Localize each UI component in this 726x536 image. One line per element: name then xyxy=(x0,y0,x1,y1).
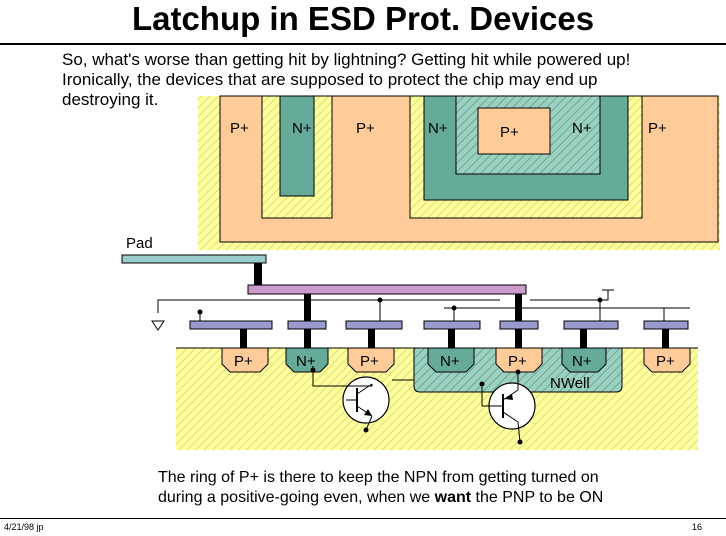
caption-line-2-pre: during a positive-going even, when we xyxy=(158,489,435,506)
parasitic-npn-transistor xyxy=(310,366,414,433)
ground-rail xyxy=(157,299,500,313)
gate-plate-2 xyxy=(287,320,327,330)
npn-emitter-wire xyxy=(365,415,373,431)
npn-collector-node xyxy=(310,367,316,373)
nwell-label: NWell xyxy=(550,375,590,392)
diffusion-p-4 xyxy=(643,347,691,373)
junction-3 xyxy=(597,297,603,303)
npn-arrow-icon xyxy=(364,409,372,416)
intro-line-2: Ironically, the devices that are suppose… xyxy=(62,70,598,89)
gate-plate-4 xyxy=(423,320,481,330)
diffusion-p-1 xyxy=(221,347,269,373)
supply-wiring xyxy=(157,289,690,321)
intro-line-3: destroying it. xyxy=(62,90,159,109)
gate-plate-3 xyxy=(345,320,403,330)
diffusion-label-4: N+ xyxy=(440,353,460,370)
caption-line-2-post: the PNP to be ON xyxy=(471,489,604,506)
gate-plate-6 xyxy=(563,320,619,330)
junction-1 xyxy=(197,309,203,315)
gate-plates xyxy=(189,320,689,330)
contact-7 xyxy=(662,329,669,348)
title-divider xyxy=(0,43,726,45)
layout-top-view: P+ N+ P+ N+ P+ N+ P+ xyxy=(198,95,720,250)
diffusion-label-6: N+ xyxy=(572,353,592,370)
layout-center-p xyxy=(477,107,551,155)
pnp-collector-node xyxy=(517,439,523,445)
contact-3 xyxy=(368,329,375,348)
layout-label-5: P+ xyxy=(500,124,519,141)
npn-collector-wire xyxy=(312,366,373,387)
slide-title: Latchup in ESD Prot. Devices xyxy=(131,0,595,37)
footer-divider xyxy=(0,518,726,519)
layout-label-2: N+ xyxy=(292,120,312,137)
pnp-base-lead xyxy=(481,384,503,407)
diffusion-n-2 xyxy=(427,347,475,373)
pnp-collector-wire xyxy=(517,421,521,443)
vdd-rail xyxy=(530,290,609,301)
diffusion-p-2 xyxy=(347,347,395,373)
parasitic-pnp-transistor xyxy=(479,369,536,445)
layout-left-n-strip xyxy=(279,95,315,197)
npn-emitter-node xyxy=(363,427,369,433)
diffusion-p-3 xyxy=(495,347,543,373)
contact-2 xyxy=(304,329,311,348)
wire-junctions xyxy=(197,297,603,315)
metal-bus xyxy=(247,284,527,295)
intro-line-1: So, what's worse than getting hit by lig… xyxy=(62,50,631,69)
bond-pad xyxy=(121,254,267,264)
pnp-emitter xyxy=(502,389,519,401)
pad-label: Pad xyxy=(126,235,153,252)
ground-symbol-icon xyxy=(151,320,165,331)
caption-line-2: during a positive-going even, when we wa… xyxy=(158,488,603,508)
contact-4 xyxy=(448,329,455,348)
diffusion-n-3 xyxy=(561,347,607,373)
diffusions xyxy=(221,347,691,373)
gate-plate-7 xyxy=(643,320,689,330)
pnp-arrow-icon xyxy=(505,394,513,400)
pnp-base-node xyxy=(479,381,485,387)
diffusion-label-3: P+ xyxy=(360,353,379,370)
diffusion-label-2: N+ xyxy=(296,353,316,370)
junction-2 xyxy=(377,297,383,303)
junction-4 xyxy=(451,305,457,311)
caption-line-1: The ring of P+ is there to keep the NPN … xyxy=(158,469,599,486)
caption: The ring of P+ is there to keep the NPN … xyxy=(158,468,603,508)
layout-label-6: N+ xyxy=(572,120,592,137)
gate-plate-5 xyxy=(499,320,539,330)
pnp-collector xyxy=(502,411,519,423)
layout-label-1: P+ xyxy=(230,120,249,137)
layout-label-4: N+ xyxy=(428,120,448,137)
cross-section-view: P+ N+ P+ N+ P+ N+ P+ NWell xyxy=(121,235,698,450)
layout-label-3: P+ xyxy=(356,120,375,137)
diffusion-label-1: P+ xyxy=(234,353,253,370)
gate-plate-1 xyxy=(189,320,273,330)
diffusion-label-7: P+ xyxy=(656,353,675,370)
contact-1 xyxy=(240,329,247,348)
pad-via xyxy=(254,263,262,285)
intro-text: So, what's worse than getting hit by lig… xyxy=(62,50,630,110)
contact-5 xyxy=(515,329,522,348)
caption-emphasis: want xyxy=(434,489,472,506)
npn-body xyxy=(342,376,390,424)
layout-label-7: P+ xyxy=(648,120,667,137)
via-n-diode xyxy=(304,294,311,321)
contacts xyxy=(240,263,669,348)
footer-date: 4/21/98 jp xyxy=(4,522,44,532)
contact-6 xyxy=(580,329,587,348)
page-number: 16 xyxy=(692,522,703,532)
diffusion-n-1 xyxy=(285,347,329,373)
pnp-emitter-node xyxy=(515,369,521,375)
diffusion-label-5: P+ xyxy=(508,353,527,370)
